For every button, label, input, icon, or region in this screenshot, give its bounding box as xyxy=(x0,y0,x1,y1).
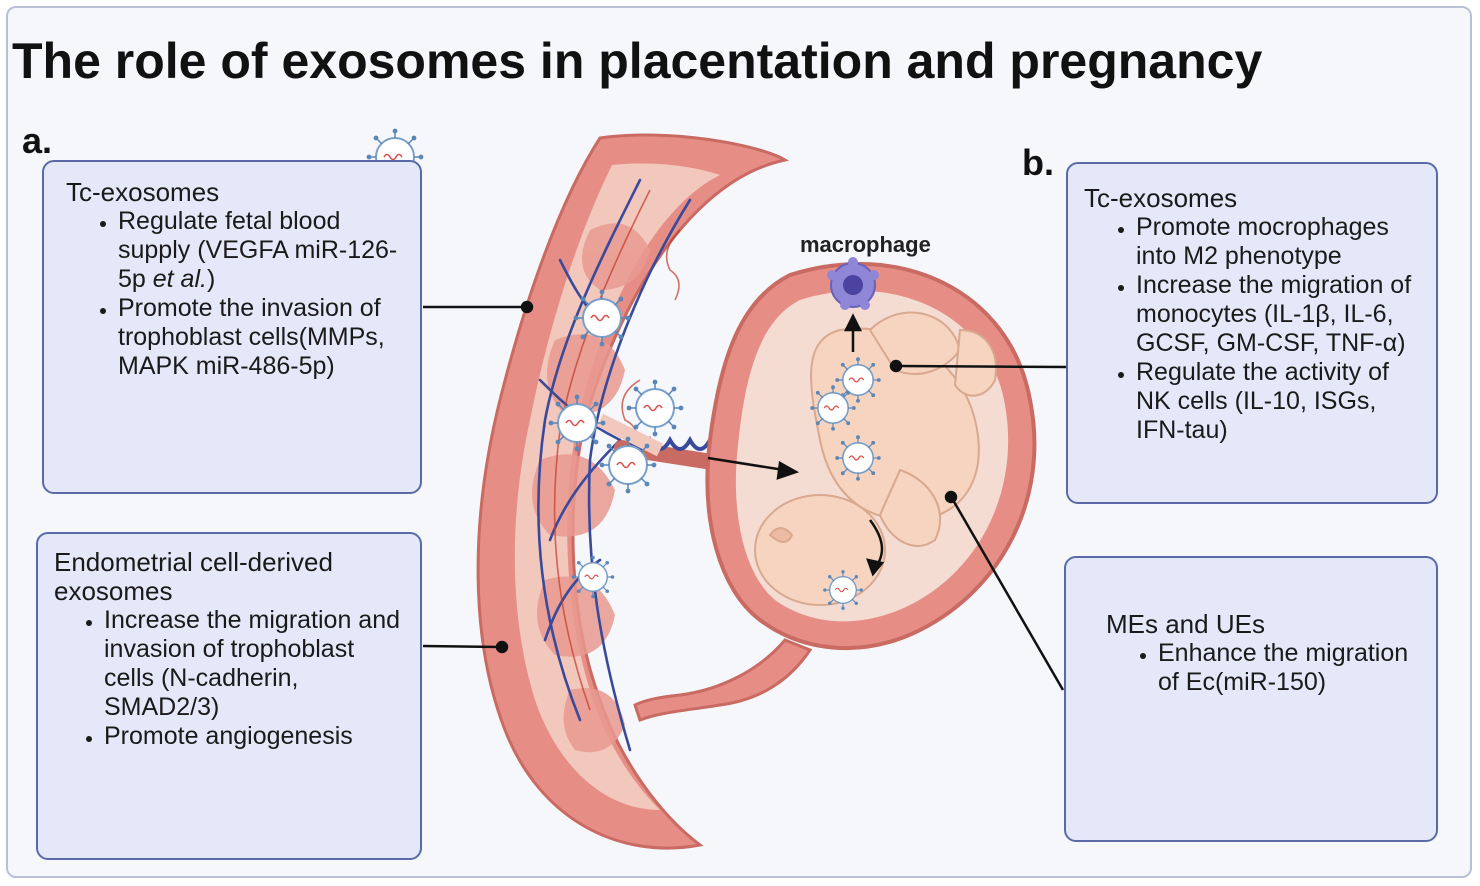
panel-label-a: a. xyxy=(22,120,53,161)
box-heading: Tc-exosomes xyxy=(1084,183,1238,213)
exosome-icon xyxy=(598,435,658,495)
box-heading: Endometrial cell-derived exosomes xyxy=(54,547,333,606)
panel-label-b: b. xyxy=(1022,142,1054,183)
bullet-item: Increase the migration and invasion of t… xyxy=(104,606,410,722)
box-heading: MEs and UEs xyxy=(1106,609,1265,639)
figure-title: The role of exosomes in placentation and… xyxy=(12,33,1263,89)
macrophage-cell xyxy=(827,257,879,310)
box-tc-exosomes-placenta: Tc-exosomes Regulate fetal blood supply … xyxy=(42,160,422,494)
bullet-list: Enhance the migration of Ec(miR-150) xyxy=(1106,639,1426,697)
exosome-icon xyxy=(570,554,616,600)
bullet-item: Regulate fetal blood supply (VEGFA miR-1… xyxy=(118,207,410,294)
macrophage-label: macrophage xyxy=(800,232,931,257)
exosome-icon xyxy=(809,384,857,432)
bullet-item: Promote the invasion of trophoblast cell… xyxy=(118,294,410,381)
bullet-list: Promote mocrophages into M2 phenotype In… xyxy=(1084,213,1428,445)
box-endometrial-exosomes: Endometrial cell-derived exosomes Increa… xyxy=(36,532,422,860)
exosome-icon xyxy=(625,378,685,438)
box-heading: Tc-exosomes xyxy=(66,177,220,207)
exosome-icon xyxy=(822,569,864,611)
exosome-icon xyxy=(572,288,632,348)
bullet-list: Increase the migration and invasion of t… xyxy=(46,606,410,751)
exosome-icon xyxy=(834,434,882,482)
bullet-item: Regulate the activity of NK cells (IL-10… xyxy=(1136,358,1428,445)
bullet-item: Enhance the migration of Ec(miR-150) xyxy=(1158,639,1426,697)
box-mes-ues: MEs and UEs Enhance the migration of Ec(… xyxy=(1064,556,1438,842)
bullet-item: Increase the migration of monocytes (IL-… xyxy=(1136,271,1428,358)
exosome-icon xyxy=(547,393,607,453)
bullet-list: Regulate fetal blood supply (VEGFA miR-1… xyxy=(66,207,410,381)
box-tc-exosomes-immune: Tc-exosomes Promote mocrophages into M2 … xyxy=(1066,162,1438,504)
bullet-item: Promote angiogenesis xyxy=(104,722,410,751)
bullet-item: Promote mocrophages into M2 phenotype xyxy=(1136,213,1428,271)
